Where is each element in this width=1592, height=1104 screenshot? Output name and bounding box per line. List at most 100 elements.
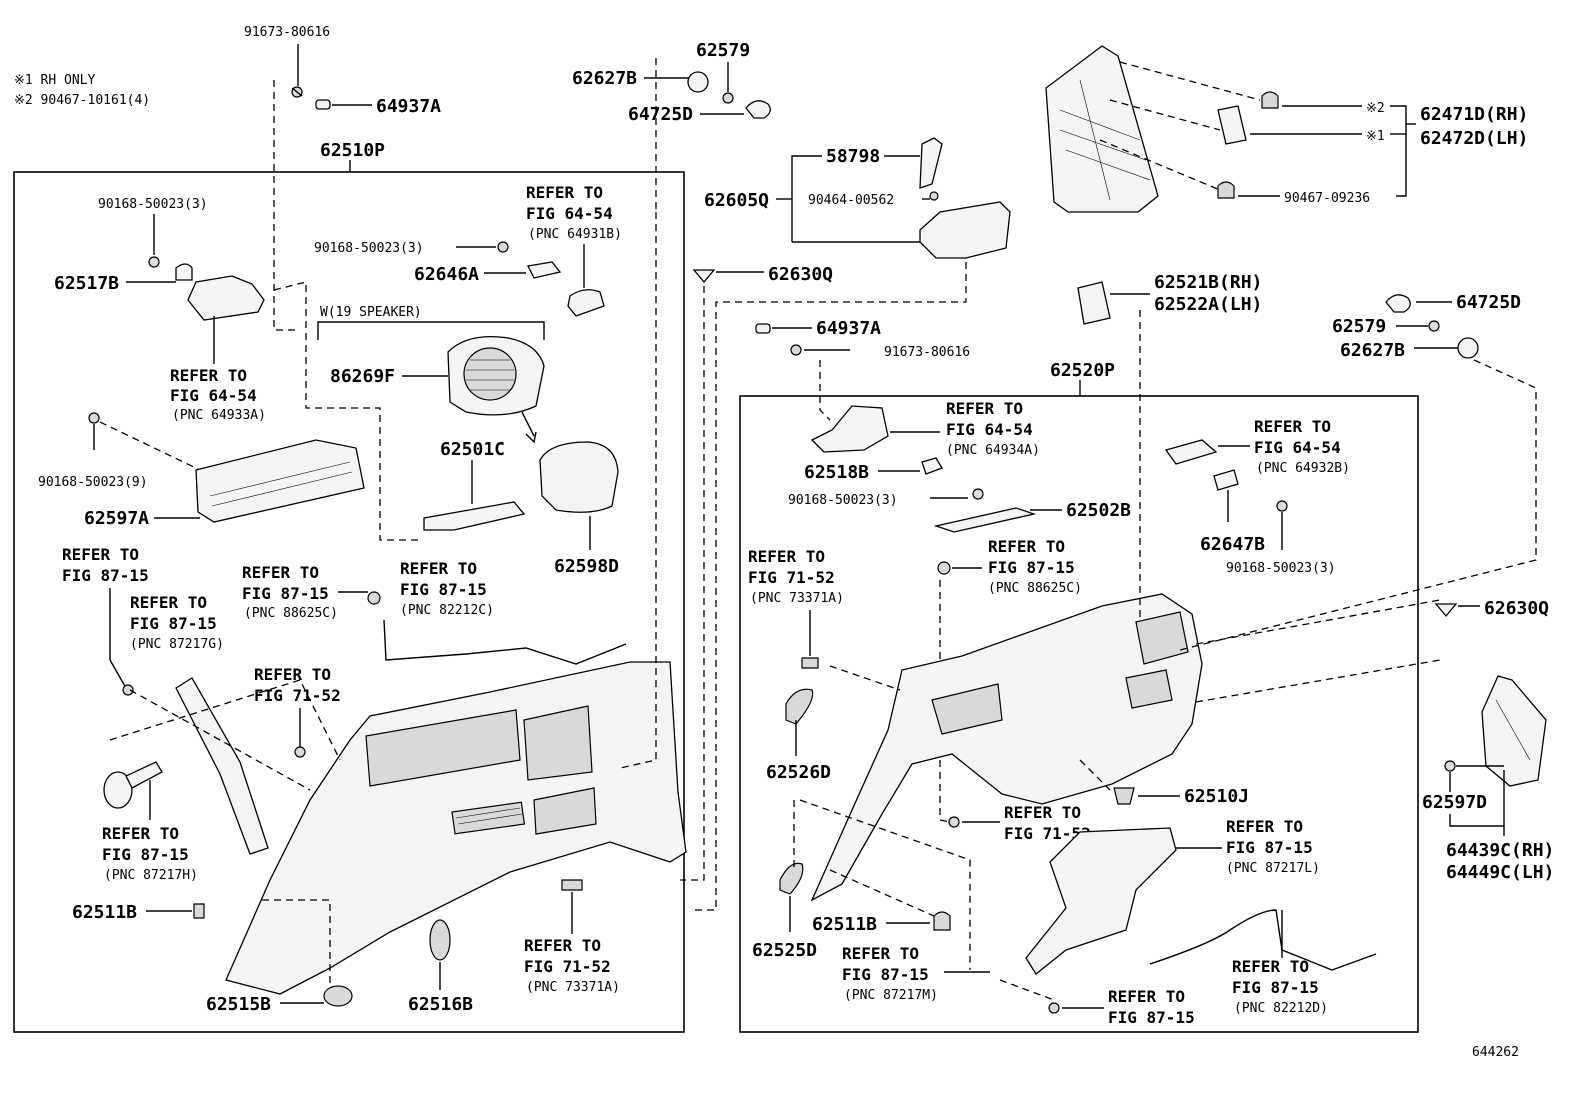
svg-text:REFER TO: REFER TO bbox=[1004, 803, 1081, 822]
screw-91673-80616-mid bbox=[790, 344, 802, 356]
svg-text:FIG 71-52: FIG 71-52 bbox=[1004, 824, 1091, 843]
bracket-62521B-62522A bbox=[1077, 281, 1111, 325]
label-62646A: 62646A bbox=[414, 264, 479, 285]
label-62501C: 62501C bbox=[440, 439, 505, 460]
bracket-rh-only bbox=[1217, 105, 1247, 145]
vent-62515B bbox=[323, 985, 353, 1007]
cover-62598D bbox=[539, 441, 619, 513]
wire-82212D bbox=[1149, 909, 1377, 971]
svg-text:REFER TO: REFER TO bbox=[748, 547, 825, 566]
note-rh-only: ※1 RH ONLY bbox=[14, 73, 96, 88]
label-62510J: 62510J bbox=[1184, 786, 1249, 807]
refer-r16: REFER TO FIG 87-15 (PNC 87217M) bbox=[842, 944, 938, 1003]
svg-text:REFER TO: REFER TO bbox=[526, 183, 603, 202]
clip-90467-09236 bbox=[1217, 181, 1235, 199]
panel-64439C-64449C bbox=[1481, 675, 1547, 787]
svg-text:FIG 87-15: FIG 87-15 bbox=[842, 965, 929, 984]
label-90467-09236: 90467-09236 bbox=[1284, 191, 1370, 206]
quarter-trim-left bbox=[225, 661, 687, 995]
label-62515B: 62515B bbox=[206, 994, 271, 1015]
label-90464-00562: 90464-00562 bbox=[808, 193, 894, 208]
trim-62502B bbox=[933, 507, 1037, 533]
refer-r13: REFER TO FIG 87-15 (PNC 88625C) bbox=[988, 537, 1082, 596]
strap-58798 bbox=[919, 137, 943, 189]
label-64439C: 64439C(RH) bbox=[1446, 840, 1554, 861]
label-62511B-left: 62511B bbox=[72, 902, 137, 923]
refer-r1: REFER TO FIG 64-54 (PNC 64931B) bbox=[526, 183, 622, 242]
clip-62511B-left bbox=[193, 903, 205, 919]
svg-text:REFER TO: REFER TO bbox=[242, 563, 319, 582]
label-91673-80616-mid: 91673-80616 bbox=[884, 345, 970, 360]
clip-62510J bbox=[1113, 787, 1135, 805]
label-90168-50023-3-a: 90168-50023(3) bbox=[98, 197, 208, 212]
svg-text:(PNC 64933A): (PNC 64933A) bbox=[172, 408, 266, 423]
screw-91673-80616-top bbox=[291, 86, 303, 98]
screw-90168-c bbox=[88, 412, 100, 424]
refer-r14: REFER TO FIG 71-52 bbox=[1004, 803, 1091, 843]
refer-r3: REFER TO FIG 87-15 bbox=[62, 545, 149, 585]
svg-text:FIG 64-54: FIG 64-54 bbox=[1254, 438, 1341, 457]
refer-r10: REFER TO FIG 64-54 (PNC 64934A) bbox=[946, 399, 1040, 458]
group-box-62520P bbox=[739, 395, 1419, 1033]
label-90168-50023-3-c: 90168-50023(3) bbox=[788, 493, 898, 508]
label-62502B: 62502B bbox=[1066, 500, 1131, 521]
clip-62511B-right bbox=[933, 911, 951, 931]
mark-note2: ※2 bbox=[1366, 101, 1385, 116]
vent-62525D bbox=[779, 862, 804, 895]
clip-88625C-right bbox=[937, 561, 951, 575]
label-62471D: 62471D(RH) bbox=[1420, 104, 1528, 125]
svg-text:(PNC 64932B): (PNC 64932B) bbox=[1256, 461, 1350, 476]
label-58798: 58798 bbox=[826, 146, 880, 167]
screw-90168-b bbox=[497, 241, 509, 253]
svg-text:FIG 71-52: FIG 71-52 bbox=[254, 686, 341, 705]
panel-62597A bbox=[195, 439, 365, 523]
label-91673-80616-top: 91673-80616 bbox=[244, 25, 330, 40]
svg-text:FIG 64-54: FIG 64-54 bbox=[526, 204, 613, 223]
svg-text:FIG 87-15: FIG 87-15 bbox=[1108, 1008, 1195, 1027]
screw-62579-right bbox=[1428, 320, 1440, 332]
svg-text:REFER TO: REFER TO bbox=[170, 366, 247, 385]
svg-text:(PNC 87217G): (PNC 87217G) bbox=[130, 637, 224, 652]
label-62630Q-mid: 62630Q bbox=[768, 264, 833, 285]
label-90168-50023-3-d: 90168-50023(3) bbox=[1226, 561, 1336, 576]
wire-82212C bbox=[383, 619, 627, 665]
label-62627B-top: 62627B bbox=[572, 68, 637, 89]
clip-62627B-top bbox=[687, 71, 709, 93]
svg-text:REFER TO: REFER TO bbox=[946, 399, 1023, 418]
refer-r8: REFER TO FIG 87-15 (PNC 87217H) bbox=[102, 824, 198, 883]
screw-62579-top bbox=[722, 92, 734, 104]
label-64937A-mid: 64937A bbox=[816, 318, 881, 339]
label-62526D: 62526D bbox=[766, 762, 831, 783]
svg-text:REFER TO: REFER TO bbox=[130, 593, 207, 612]
label-86269F: 86269F bbox=[330, 366, 395, 387]
svg-text:REFER TO: REFER TO bbox=[842, 944, 919, 963]
svg-text:FIG 87-15: FIG 87-15 bbox=[400, 580, 487, 599]
note-screw-qty: ※2 90467-10161(4) bbox=[14, 93, 150, 108]
label-62579-right: 62579 bbox=[1332, 316, 1386, 337]
label-62605Q: 62605Q bbox=[704, 190, 769, 211]
clip-note2 bbox=[1261, 91, 1279, 109]
panel-62471D-62472D bbox=[1045, 45, 1159, 213]
label-90168-50023-3-b: 90168-50023(3) bbox=[314, 241, 424, 256]
refer-r9: REFER TO FIG 71-52 (PNC 73371A) bbox=[524, 936, 620, 995]
refer-r5: REFER TO FIG 87-15 (PNC 88625C) bbox=[242, 563, 338, 621]
refer-r18: REFER TO FIG 87-15 (PNC 82212D) bbox=[1232, 957, 1328, 1016]
bracket-pnc-64932B bbox=[1164, 439, 1218, 465]
label-64725D-top: 64725D bbox=[628, 104, 693, 125]
svg-text:(PNC 87217L): (PNC 87217L) bbox=[1226, 861, 1320, 876]
screw-90168-a bbox=[148, 256, 160, 268]
refer-r6: REFER TO FIG 87-15 (PNC 82212C) bbox=[400, 559, 494, 618]
label-62518B: 62518B bbox=[804, 462, 869, 483]
diagram-id: 644262 bbox=[1472, 1045, 1519, 1060]
svg-text:(PNC 88625C): (PNC 88625C) bbox=[988, 581, 1082, 596]
refer-r2: REFER TO FIG 64-54 (PNC 64933A) bbox=[170, 366, 266, 423]
label-62522A: 62522A(LH) bbox=[1154, 294, 1262, 315]
label-62627B-right: 62627B bbox=[1340, 340, 1405, 361]
svg-text:REFER TO: REFER TO bbox=[254, 665, 331, 684]
svg-text:FIG 64-54: FIG 64-54 bbox=[946, 420, 1033, 439]
clip-87-15-a bbox=[122, 684, 134, 696]
clip-73371A-right bbox=[801, 657, 819, 669]
refer-r17: REFER TO FIG 87-15 bbox=[1108, 987, 1195, 1027]
label-64937A-top: 64937A bbox=[376, 96, 441, 117]
label-62647B: 62647B bbox=[1200, 534, 1265, 555]
